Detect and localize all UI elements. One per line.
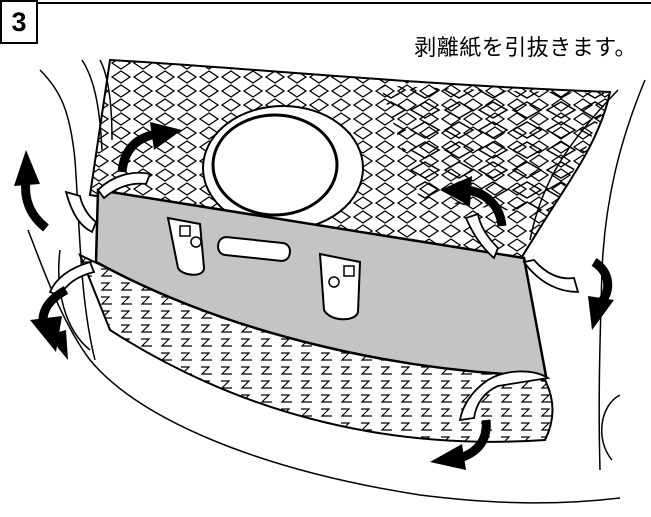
- pull-arrow-upper-right: [440, 176, 507, 227]
- sensor-bracket-right: [318, 252, 362, 321]
- sensor-bracket-left: [166, 216, 206, 276]
- pull-arrow-left-down: [30, 286, 69, 352]
- release-paper-tabs: [48, 171, 580, 422]
- license-slot: [217, 236, 291, 262]
- step-number: 3: [11, 6, 27, 37]
- pull-arrow-far-left-down: [52, 330, 68, 360]
- pull-arrow-bottom-right: [430, 419, 491, 470]
- instruction-text: 剥離紙を引抜きます。: [414, 36, 637, 61]
- emblem: [202, 105, 364, 231]
- pull-arrow-far-left-up: [14, 150, 49, 232]
- pull-arrow-right-down: [588, 258, 614, 330]
- pull-arrow-upper-left: [117, 122, 182, 173]
- header-rule: [38, 2, 651, 4]
- pull-arrows: [14, 122, 614, 470]
- step-number-badge: 3: [0, 0, 38, 44]
